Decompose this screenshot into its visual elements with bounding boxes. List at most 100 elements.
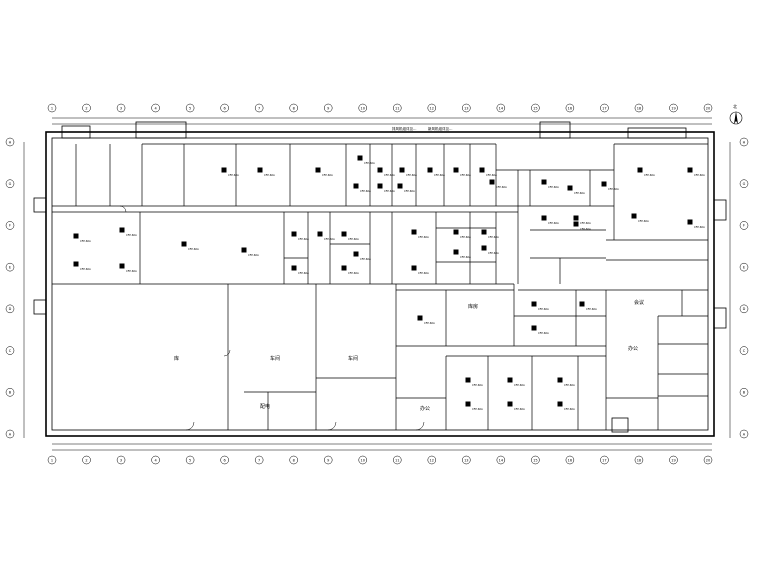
grid-label: 9 bbox=[327, 458, 329, 462]
grid-bubble bbox=[151, 455, 160, 465]
equipment-marker bbox=[221, 167, 227, 173]
equipment-tag: CFP-60A bbox=[644, 173, 655, 177]
equipment-marker bbox=[73, 261, 79, 267]
grid-label: 7 bbox=[258, 106, 260, 110]
grid-bubble bbox=[254, 455, 264, 465]
grid-label: H bbox=[9, 140, 12, 144]
equipment-tag: CFP-60A bbox=[418, 271, 429, 275]
drawing-notes: 排风机组详见… 新风机组详见… bbox=[392, 126, 453, 131]
grid-label: 18 bbox=[637, 458, 641, 462]
equipment-marker bbox=[241, 247, 247, 253]
equipment-marker bbox=[453, 229, 459, 235]
equipment-marker bbox=[291, 231, 297, 237]
grid-bubble bbox=[47, 455, 57, 465]
equipment-tag: CFP-60A bbox=[228, 173, 239, 177]
grid-bubble bbox=[185, 103, 195, 113]
grid-label: 18 bbox=[637, 106, 641, 110]
equipment-marker bbox=[453, 249, 459, 255]
grid-bubble bbox=[5, 179, 15, 188]
grid-bubble bbox=[531, 455, 540, 465]
grid-bubble bbox=[600, 455, 609, 465]
grid-label: 1 bbox=[51, 458, 53, 462]
equipment-tag: CFP-60A bbox=[564, 383, 575, 387]
equipment-tag: CFP-60A bbox=[460, 173, 471, 177]
room-label: 办公 bbox=[420, 405, 430, 412]
grid-bubble bbox=[358, 103, 367, 113]
grid-label: 6 bbox=[224, 458, 226, 462]
equipment-marker bbox=[399, 167, 405, 173]
interior-partitions bbox=[52, 143, 708, 430]
grid-label: 14 bbox=[499, 106, 504, 110]
grid-label: 4 bbox=[154, 458, 157, 462]
grid-bubble bbox=[5, 429, 15, 439]
grid-label: G bbox=[9, 182, 12, 186]
grid-label: 9 bbox=[327, 106, 329, 110]
grid-label: C bbox=[743, 349, 746, 353]
room-label: 配电 bbox=[260, 403, 270, 410]
grid-label: 2 bbox=[85, 106, 87, 110]
room-label: 库 bbox=[174, 355, 179, 362]
grid-label: 20 bbox=[706, 106, 710, 110]
equipment-tag: CFP-60A bbox=[126, 269, 137, 273]
grid-label: 13 bbox=[464, 458, 468, 462]
grid-bubble bbox=[739, 429, 749, 439]
equipment-marker bbox=[353, 183, 359, 189]
door-swings bbox=[119, 205, 425, 431]
equipment-tag: CFP-60A bbox=[418, 235, 429, 239]
equipment-marker bbox=[507, 377, 513, 383]
grid-bubble bbox=[5, 262, 15, 272]
equipment-marker bbox=[257, 167, 263, 173]
building-walls bbox=[33, 121, 727, 437]
grid-label: B bbox=[9, 391, 12, 395]
equipment-tag: CFP-60A bbox=[322, 173, 333, 177]
equipment-tag: CFP-60A bbox=[496, 185, 507, 189]
grid-label: 19 bbox=[671, 106, 675, 110]
equipment-marker bbox=[687, 219, 693, 225]
grid-label: 19 bbox=[671, 458, 675, 462]
grid-axis-bubbles: 1122334455667788991010111112121313141415… bbox=[5, 103, 749, 465]
north-arrow: 北 bbox=[729, 103, 743, 125]
grid-label: A bbox=[9, 432, 12, 436]
equipment-tag: CFP-60A bbox=[472, 383, 483, 387]
equipment-marker bbox=[531, 301, 537, 307]
equipment-marker bbox=[317, 231, 323, 237]
room-label: 车间 bbox=[348, 355, 358, 362]
equipment-marker bbox=[573, 215, 579, 221]
grid-label: 8 bbox=[293, 458, 295, 462]
equipment-marker bbox=[601, 181, 607, 187]
equipment-marker bbox=[479, 167, 485, 173]
equipment-tag: CFP-60A bbox=[694, 225, 705, 229]
grid-bubble bbox=[116, 103, 126, 113]
grid-bubble bbox=[703, 103, 713, 113]
grid-label: C bbox=[9, 349, 12, 353]
grid-bubble bbox=[565, 455, 575, 465]
equipment-tag: CFP-60A bbox=[564, 407, 575, 411]
equipment-marker bbox=[489, 179, 495, 185]
grid-bubble bbox=[289, 455, 298, 465]
grid-bubble bbox=[220, 103, 229, 113]
grid-label: 10 bbox=[361, 458, 365, 462]
grid-label: 7 bbox=[258, 458, 260, 462]
grid-label: F bbox=[9, 224, 11, 228]
equipment-tag: CFP-60A bbox=[486, 173, 497, 177]
equipment-tag: CFP-60A bbox=[434, 173, 445, 177]
equipment-tag: CFP-60A bbox=[514, 383, 525, 387]
equipment-tag: CFP-60A bbox=[488, 251, 499, 255]
equipment-marker bbox=[357, 155, 363, 161]
equipment-tag: CFP-60A bbox=[580, 227, 591, 231]
grid-bubble bbox=[151, 103, 160, 113]
equipment-tag: CFP-60A bbox=[348, 237, 359, 241]
equipment-tag: CFP-60A bbox=[360, 257, 371, 261]
grid-bubble bbox=[531, 103, 540, 113]
equipment-tag: CFP-60A bbox=[126, 233, 137, 237]
grid-label: F bbox=[743, 224, 745, 228]
grid-bubble bbox=[82, 103, 91, 113]
grid-bubble bbox=[393, 455, 402, 465]
grid-bubble bbox=[185, 455, 195, 465]
grid-label: H bbox=[743, 140, 746, 144]
equipment-tag: CFP-60A bbox=[548, 185, 559, 189]
grid-bubble bbox=[634, 455, 644, 465]
grid-bubble bbox=[5, 346, 15, 355]
dimension-lines bbox=[23, 117, 731, 451]
equipment-tag: CFP-60A bbox=[538, 307, 549, 311]
